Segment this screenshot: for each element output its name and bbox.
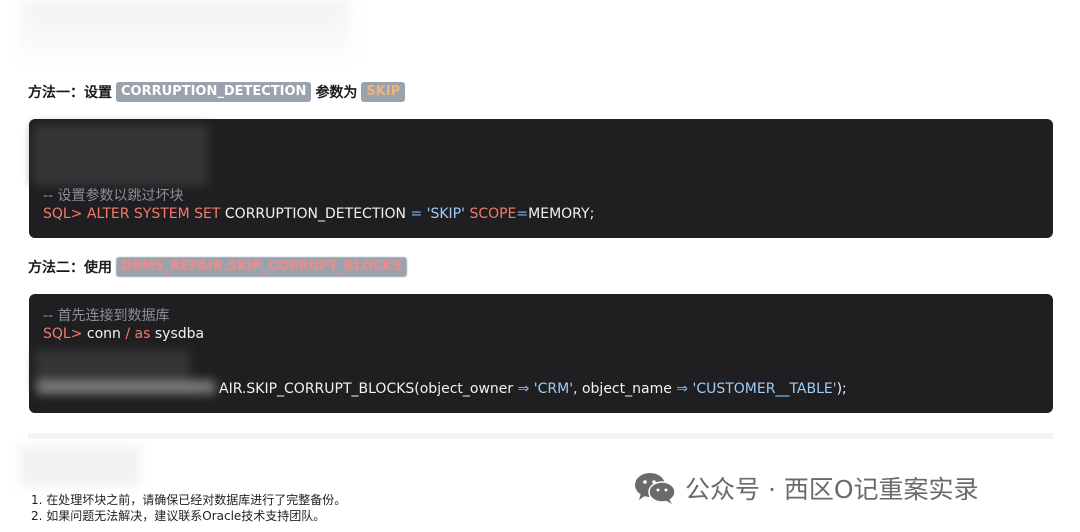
divider	[28, 433, 1054, 439]
code1-statement: SQL> ALTER SYSTEM SET CORRUPTION_DETECTI…	[43, 205, 594, 223]
name-value: 'CUSTOMER__TABLE'	[692, 381, 837, 397]
wechat-watermark: 公众号 · 西区O记重案实录	[633, 470, 979, 506]
code2-connect: SQL> conn / as sysdba	[43, 325, 204, 343]
conn-sysdba: sysdba	[154, 326, 205, 342]
note-item: 1. 在处理坏块之前，请确保已经对数据库进行了完整备份。	[31, 493, 347, 507]
method-1-middle: 参数为	[315, 85, 358, 101]
conn-as: as	[134, 326, 151, 342]
exec-call: AIR.SKIP_CORRUPT_BLOCKS(object_owner	[219, 381, 514, 397]
notes-list: 1. 在处理坏块之前，请确保已经对数据库进行了完整备份。 2. 如果问题无法解决…	[31, 492, 346, 524]
code2-comment: -- 首先连接到数据库	[43, 308, 170, 324]
sql-eq: =	[410, 206, 423, 222]
arrow: ⇒	[517, 381, 530, 397]
blurred-exec-prefix	[37, 380, 215, 394]
method-1-heading: 方法一：设置 CORRUPTION_DETECTION 参数为 SKIP	[28, 81, 406, 103]
code-block-1: -- 设置参数以跳过坏块 SQL> ALTER SYSTEM SET CORRU…	[29, 119, 1053, 238]
sql-string: 'SKIP'	[426, 206, 465, 222]
note-item: 2. 如果问题无法解决，建议联系Oracle技术支持团队。	[31, 509, 326, 523]
method-2-heading: 方法二：使用 DBMS_REPAIR.SKIP_CORRUPT_BLOCKS	[28, 256, 407, 278]
name-key: , object_name	[573, 381, 672, 397]
value-chip: SKIP	[361, 82, 406, 102]
wechat-icon	[635, 473, 676, 504]
conn-keyword: conn	[86, 326, 121, 342]
blurred-section-title	[20, 446, 140, 486]
sql-keyword: ALTER SYSTEM SET	[86, 206, 221, 222]
conn-slash: /	[125, 326, 131, 342]
sql-prompt: SQL>	[43, 326, 83, 342]
owner-value: 'CRM'	[533, 381, 574, 397]
blurred-code-region	[33, 125, 208, 185]
sql-memory: MEMORY;	[528, 206, 595, 222]
sql-param: CORRUPTION_DETECTION	[224, 206, 406, 222]
api-chip: DBMS_REPAIR.SKIP_CORRUPT_BLOCKS	[116, 257, 407, 277]
sql-scope: SCOPE	[469, 206, 517, 222]
watermark-text: 公众号 · 西区O记重案实录	[685, 475, 979, 504]
code1-comment: -- 设置参数以跳过坏块	[43, 188, 184, 204]
param-chip: CORRUPTION_DETECTION	[116, 82, 312, 102]
method-1-prefix: 方法一：设置	[28, 85, 112, 101]
method-2-prefix: 方法二：使用	[28, 260, 112, 276]
sql-prompt: SQL>	[43, 206, 83, 222]
arrow2: ⇒	[676, 381, 689, 397]
sql-eq2: =	[516, 206, 529, 222]
code-block-2: -- 首先连接到数据库 SQL> conn / as sysdba AIR.SK…	[29, 294, 1053, 413]
code2-exec: AIR.SKIP_CORRUPT_BLOCKS(object_owner ⇒ '…	[219, 380, 847, 398]
blurred-header-region	[20, 0, 350, 70]
exec-tail: );	[836, 381, 847, 397]
